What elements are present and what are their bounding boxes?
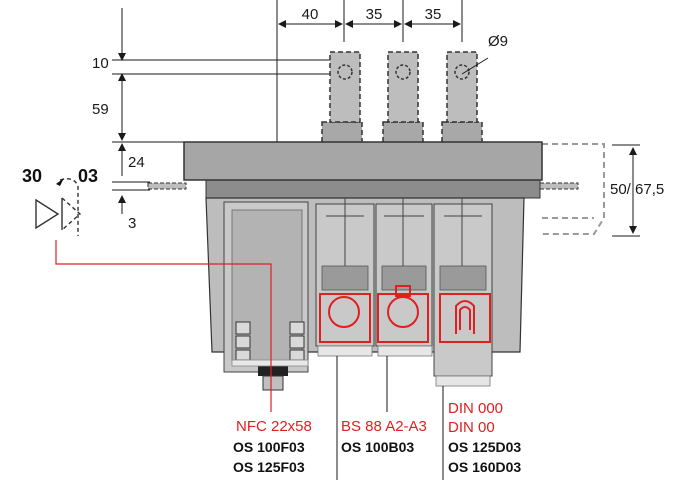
model-os-100f03: OS 100F03 xyxy=(233,439,305,455)
dim-3: 3 xyxy=(128,215,136,232)
right-dimension-lines xyxy=(612,144,640,237)
model-os-160d03: OS 160D03 xyxy=(448,459,521,475)
symbol-code-right: 03 xyxy=(78,166,98,186)
dim-terminal-height: 59 xyxy=(92,101,109,118)
standard-din-00-label: DIN 00 xyxy=(448,419,495,436)
fuse-symbol-din xyxy=(439,293,491,343)
model-os-125f03: OS 125F03 xyxy=(233,459,305,475)
model-os-100b03: OS 100B03 xyxy=(341,439,414,455)
fuse-bay-1 xyxy=(315,203,375,357)
dim-hole-offset: 10 xyxy=(92,55,109,72)
switch-symbol xyxy=(35,178,82,236)
standard-bs-label: BS 88 A2-A3 xyxy=(341,418,427,435)
optional-cover-outline xyxy=(542,143,605,235)
dim-24: 24 xyxy=(128,154,145,171)
fuse-symbol-nfc xyxy=(319,293,371,343)
fuse-bay-3 xyxy=(433,203,493,387)
terminal-hole-leader xyxy=(461,57,489,75)
dim-pitch-35a: 35 xyxy=(366,6,383,23)
label-leader-lines xyxy=(336,356,444,480)
dim-pitch-40: 40 xyxy=(302,6,319,23)
model-os-125d03: OS 125D03 xyxy=(448,439,521,455)
terminal-3 xyxy=(441,51,483,145)
left-dimension-lines xyxy=(112,8,345,214)
dim-hole-diameter: Ø9 xyxy=(488,33,508,50)
dim-pitch-35b: 35 xyxy=(425,6,442,23)
terminal-1 xyxy=(321,51,363,145)
coil-left xyxy=(235,321,305,361)
terminal-2 xyxy=(382,51,424,145)
symbol-code-left: 30 xyxy=(22,166,42,186)
fuse-symbol-bs xyxy=(377,285,429,343)
nfc-leader-line xyxy=(55,240,272,412)
terminals xyxy=(321,51,483,145)
fuse-bays xyxy=(315,198,493,387)
standard-nfc-label: NFC 22x58 xyxy=(236,418,312,435)
dim-height-right: 50/ 67,5 xyxy=(610,181,664,198)
standard-din-000-label: DIN 000 xyxy=(448,400,503,417)
fuse-bay-2 xyxy=(375,203,433,357)
